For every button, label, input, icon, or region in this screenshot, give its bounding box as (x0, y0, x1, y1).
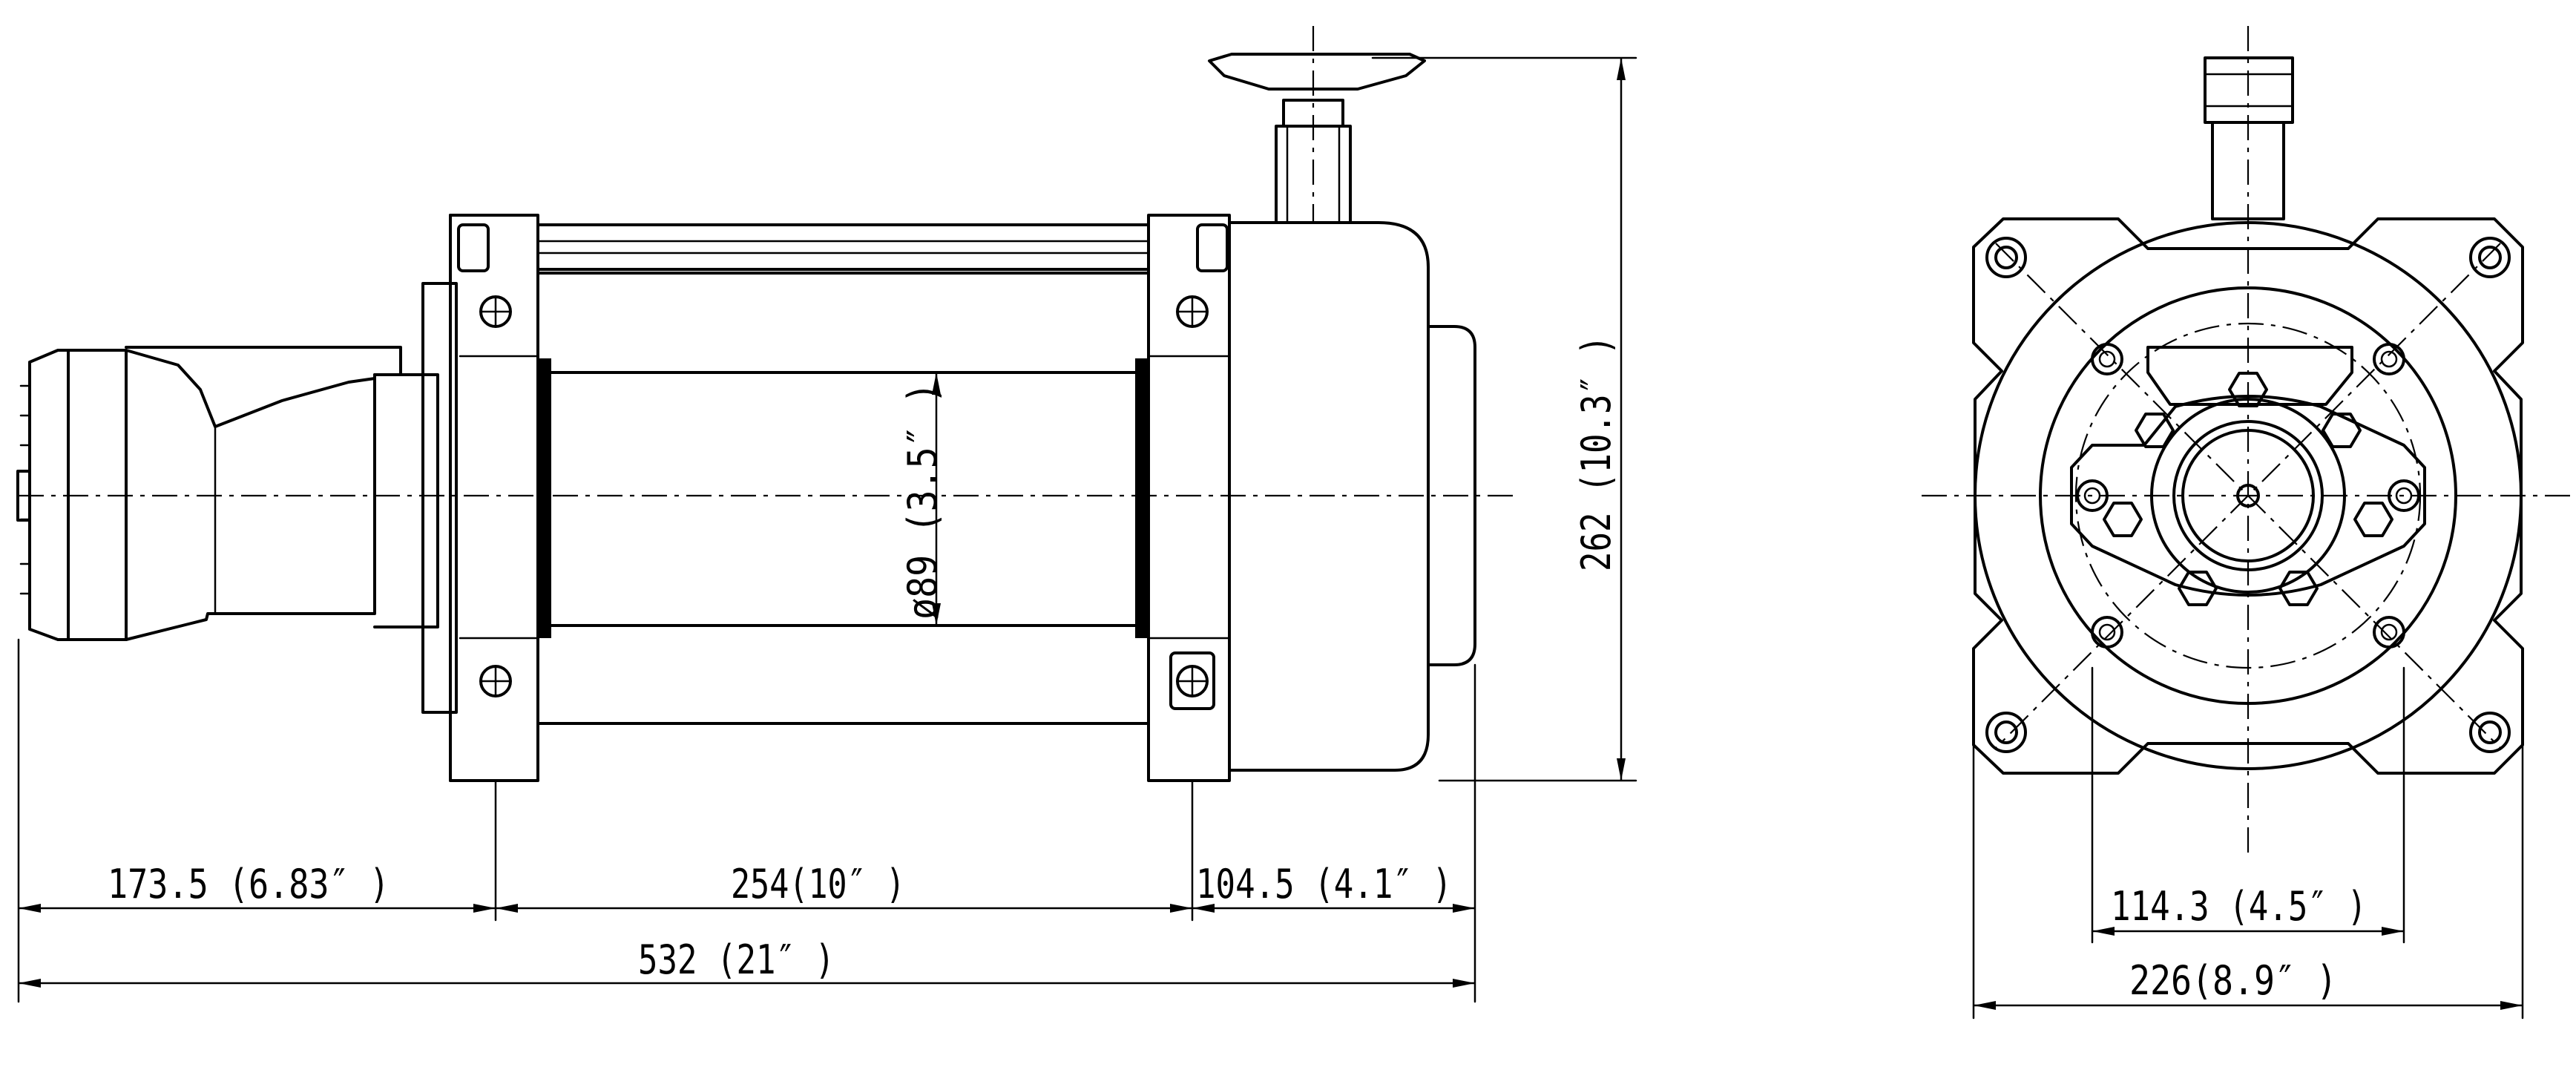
corner-mounting-bolts (1985, 237, 2511, 753)
dim-label-overall-width: 226(8.9″ ) (2129, 957, 2337, 1004)
end-view-middle-ring (2039, 286, 2457, 705)
dim-label-bolt-spacing: 114.3 (4.5″ ) (2111, 883, 2367, 930)
tie-bar (536, 223, 1150, 271)
end-view-outer-ring (1974, 221, 2523, 770)
dim-label-overall-length: 532 (21″ ) (638, 936, 835, 983)
side-view-dimensions: 173.5 (6.83″ ) 254(10″ ) 104.5 (4.1″ ) 5… (19, 58, 1626, 988)
end-view-motor-flange (2070, 395, 2426, 597)
end-view-bracket (2146, 346, 2353, 406)
end-view: 114.3 (4.5″ ) 226(8.9″ ) (1922, 26, 2576, 1020)
right-end-plate (1147, 214, 1231, 782)
end-view-clutch-knob (2204, 56, 2294, 220)
end-view-shaft-outer (2172, 420, 2324, 571)
end-view-shaft-inner (2181, 429, 2315, 562)
end-view-hub-ring (2150, 398, 2346, 594)
dim-label-overall-height: 262 (10.3″ ) (1573, 335, 1620, 571)
side-view: 173.5 (6.83″ ) 254(10″ ) 104.5 (4.1″ ) 5… (16, 26, 1637, 1003)
clutch-handle (1208, 26, 1426, 224)
end-view-housing (1972, 217, 2524, 775)
end-view-extension-lines (1972, 666, 2524, 1020)
hydraulic-motor (16, 346, 439, 641)
dim-label-gear-offset: 104.5 (4.1″ ) (1196, 861, 1452, 907)
left-end-plate (421, 214, 539, 782)
dim-label-drum-length: 254(10″ ) (731, 861, 905, 907)
flange-hex-nuts (2103, 372, 2393, 606)
housing-bolts (2076, 343, 2420, 649)
gearbox-housing (1228, 221, 1476, 772)
drum (536, 272, 1150, 725)
dim-label-drum-diameter: ø89 (3.5″ ) (899, 382, 946, 620)
end-view-dimensions: 114.3 (4.5″ ) 226(8.9″ ) (1974, 883, 2523, 1010)
dim-label-motor-offset: 173.5 (6.83″ ) (108, 861, 390, 907)
extension-lines (17, 56, 1637, 1003)
end-view-shaft-center (2236, 484, 2260, 508)
